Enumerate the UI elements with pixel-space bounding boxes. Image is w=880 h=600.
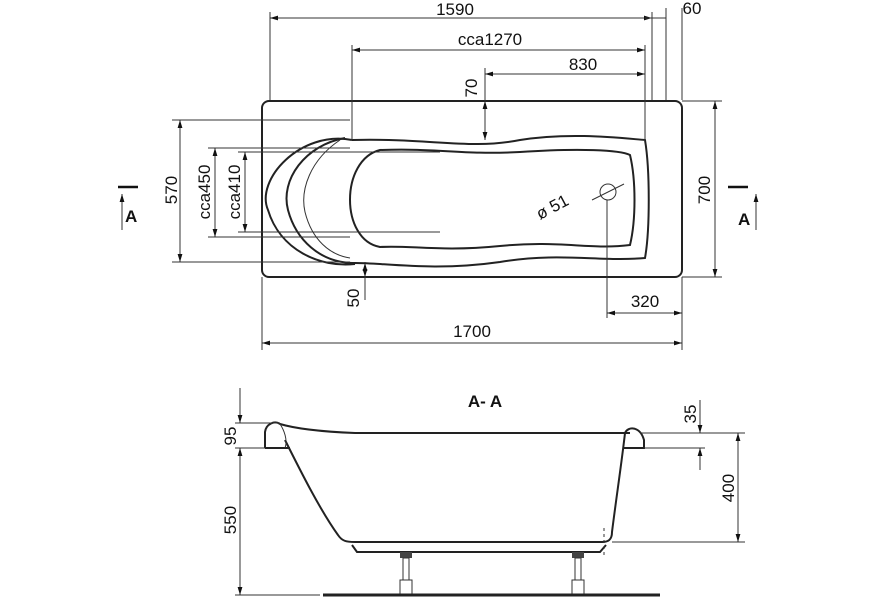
tub-inner-contour [351, 134, 650, 268]
dim-cca450: cca450 [195, 165, 214, 220]
headrest-inner [303, 139, 351, 259]
tub-rim-right [624, 427, 645, 449]
dim-cca410: cca410 [225, 165, 244, 220]
leg-right [571, 552, 585, 595]
headrest-outer [264, 137, 356, 266]
dim-1590: 1590 [436, 0, 474, 19]
leg-left [399, 552, 413, 595]
dim-400: 400 [719, 474, 738, 502]
section-label-left: A [125, 207, 137, 226]
top-view: 1590 60 cca1270 830 70 570 cca450 cca410… [118, 0, 759, 350]
dim-70: 70 [462, 79, 481, 98]
dim-drain-diameter: ø 51 [533, 191, 572, 224]
tub-rim-top [264, 421, 630, 448]
dim-cca1270: cca1270 [458, 30, 522, 49]
dim-550: 550 [221, 506, 240, 534]
tub-body [284, 432, 626, 543]
section-marker-right: A [728, 185, 759, 230]
dim-1700: 1700 [453, 322, 491, 341]
dim-570: 570 [162, 176, 181, 204]
dim-50: 50 [344, 289, 363, 308]
drain-icon [599, 183, 617, 201]
section-view: A- A 95 550 35 40 [221, 388, 745, 597]
tub-base [351, 544, 607, 553]
section-marker-left: A [118, 185, 138, 230]
dim-320: 320 [631, 292, 659, 311]
headrest-mid [285, 137, 353, 264]
section-title: A- A [468, 392, 502, 411]
dim-95: 95 [221, 427, 240, 446]
dim-60: 60 [683, 0, 702, 18]
tub-outline [261, 100, 683, 278]
tub-bottom [349, 148, 636, 250]
dim-830: 830 [569, 55, 597, 74]
dim-35: 35 [681, 405, 700, 424]
section-label-right: A [738, 210, 750, 229]
dim-700: 700 [695, 176, 714, 204]
